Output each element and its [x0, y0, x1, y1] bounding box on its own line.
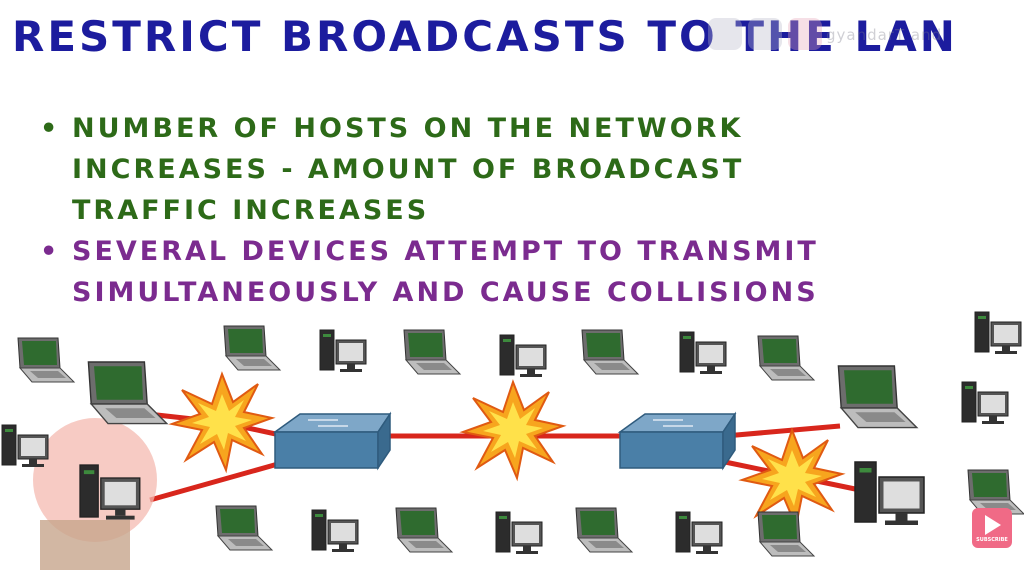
laptop-icon	[757, 335, 815, 381]
network-link	[149, 459, 286, 503]
subscribe-button[interactable]: SUBSCRIBE	[972, 508, 1012, 548]
laptop-icon	[581, 329, 639, 375]
channel-watermark: gyandarT and	[708, 18, 1008, 52]
collision-burst	[171, 373, 273, 471]
desktop-icon	[499, 334, 547, 378]
laptop-icon	[215, 505, 273, 551]
bullet-text: Number of hosts on the network increases…	[72, 113, 745, 226]
bullet-text: Several devices attempt to transmit simu…	[72, 236, 819, 308]
presenter-avatar	[33, 418, 157, 570]
collision-burst	[462, 381, 564, 479]
bullet-list: • Number of hosts on the network increas…	[40, 108, 972, 313]
subscribe-label: SUBSCRIBE	[976, 537, 1008, 543]
network-switch	[617, 411, 737, 471]
watermark-text: gyandarT and	[826, 26, 943, 44]
laptop-icon	[575, 507, 633, 553]
desktop-icon	[961, 381, 1009, 425]
desktop-icon	[675, 511, 723, 555]
watermark-icon	[788, 18, 822, 50]
laptop-icon	[395, 507, 453, 553]
bullet-dot: •	[40, 236, 61, 267]
network-switch	[272, 411, 392, 471]
network-diagram	[1, 311, 1024, 570]
laptop-icon	[403, 329, 461, 375]
network-link	[724, 423, 841, 439]
bullet-dot: •	[40, 113, 61, 144]
laptop-icon	[837, 365, 918, 429]
laptop-icon	[17, 337, 75, 383]
watermark-icon	[748, 18, 782, 50]
desktop-icon	[679, 331, 727, 375]
bullet-item: • Number of hosts on the network increas…	[40, 108, 862, 231]
play-icon	[985, 515, 1001, 535]
desktop-icon	[495, 511, 543, 555]
laptop-icon	[87, 361, 168, 425]
laptop-icon	[757, 511, 815, 557]
desktop-icon	[319, 329, 367, 373]
desktop-icon	[974, 311, 1022, 355]
laptop-icon	[223, 325, 281, 371]
watermark-icon	[708, 18, 742, 50]
slide-title: Restrict Broadcasts to the LAN	[12, 12, 958, 61]
bullet-item: • Several devices attempt to transmit si…	[40, 231, 972, 313]
desktop-icon	[854, 461, 925, 526]
desktop-icon	[311, 509, 359, 553]
